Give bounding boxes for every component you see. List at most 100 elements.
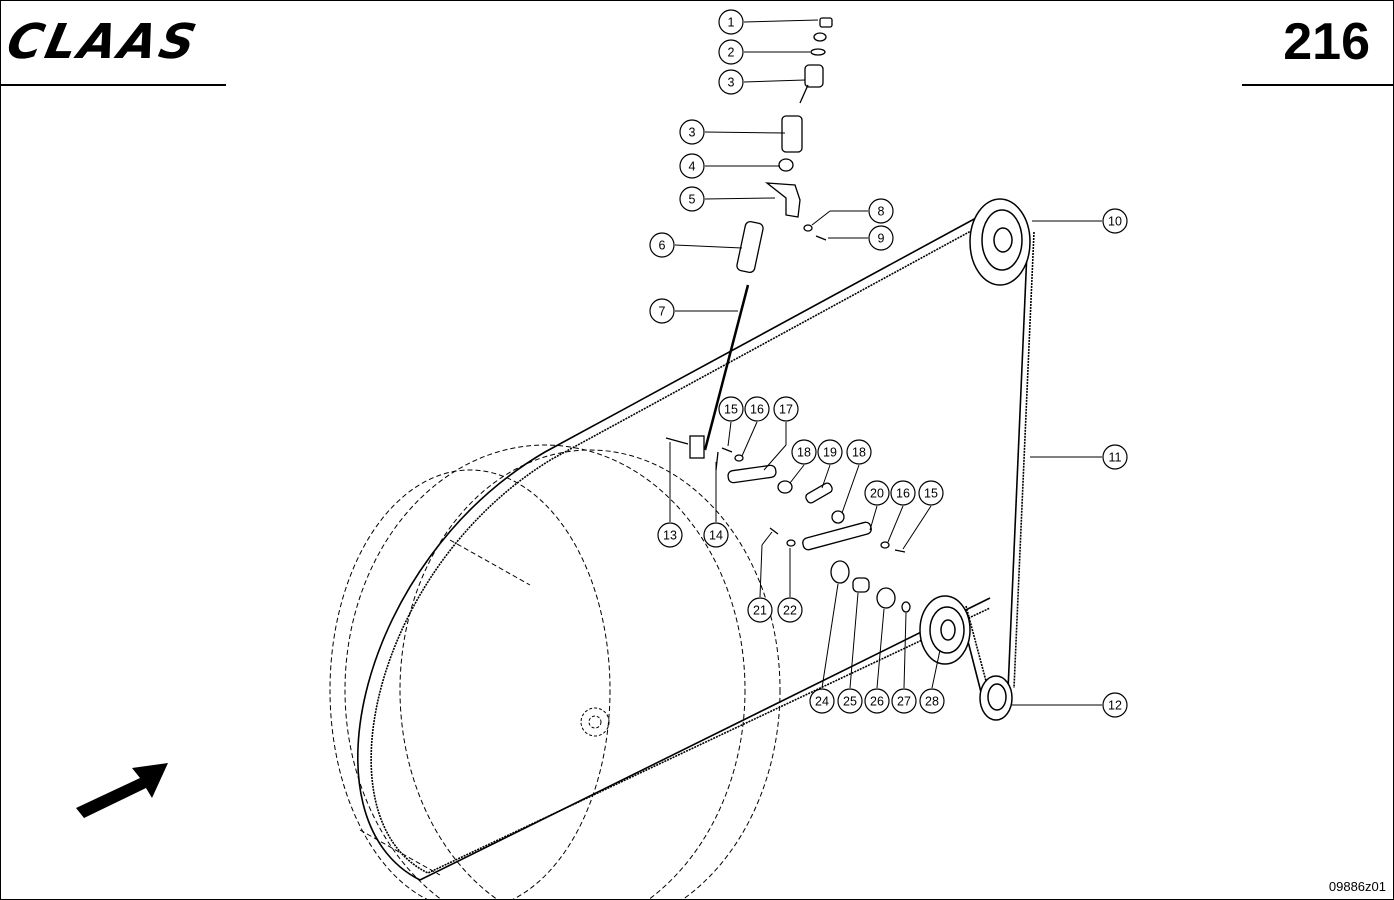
direction-arrow-icon [76,763,168,818]
callout-15: 15 [718,396,744,422]
callout-circle [891,688,917,714]
callout-circle [919,688,945,714]
callout-15: 15 [918,480,944,506]
callout-label: 12 [1108,699,1122,713]
callout-circle [718,9,744,35]
part-27-ring [901,601,911,613]
part-2-washer [810,48,826,56]
callout-label: 22 [783,604,797,618]
part-21-screw [769,527,779,535]
callout-label: 25 [843,695,857,709]
pulley-10 [969,198,1031,286]
callout-label: 8 [878,205,885,219]
callout-19: 19 [817,439,843,465]
callout-label: 7 [659,305,666,319]
callout-6: 6 [649,232,675,258]
callout-26: 26 [864,688,890,714]
callout-circle [773,396,799,422]
callout-20: 20 [864,480,890,506]
callout-7: 7 [649,298,675,324]
callout-label: 11 [1109,451,1122,465]
callout-label: 13 [663,529,677,543]
part-26-bearing [876,587,896,609]
part-25-bushing [852,577,870,593]
callout-5: 5 [679,186,705,212]
part-5-lever [764,182,801,218]
callout-circle [718,69,744,95]
callout-10: 10 [1102,208,1128,234]
callout-circle [1102,692,1128,718]
part-15-screw-lower [894,549,906,553]
part-19-shaft [805,482,833,504]
callout-label: 21 [753,604,767,618]
callout-label: 28 [925,695,939,709]
part-18-bushing-upper [777,480,793,494]
callout-label: 4 [689,160,696,174]
pulley-28 [919,595,971,665]
callout-label: 19 [823,446,837,460]
part-6-spring [736,220,764,274]
callout-16: 16 [890,480,916,506]
callout-label: 17 [779,403,793,417]
part-8-washer [803,224,813,232]
part-15-screw-upper [721,447,733,453]
callout-circle [864,480,890,506]
part-4-bushing [778,158,794,172]
callout-label: 27 [897,695,911,709]
leader-lines [669,19,1102,706]
callout-label: 5 [689,193,696,207]
callout-circle [649,298,675,324]
callout-circle [846,439,872,465]
part-16-washer-lower [880,541,890,549]
callout-label: 16 [896,487,910,501]
callout-22: 22 [777,597,803,623]
callout-circle [837,688,863,714]
rod-clevis [689,435,705,459]
callout-17: 17 [773,396,799,422]
callout-circle [868,225,894,251]
callout-label: 20 [870,487,884,501]
part-20-link-lower [802,521,872,551]
callout-label: 3 [689,126,696,140]
part-17-link-upper [727,464,777,484]
callout-circle [918,480,944,506]
drum-pulley [329,444,781,900]
part-3-pin [799,84,809,104]
part-16-washer-upper [734,454,744,462]
callout-circle [679,186,705,212]
callout-circle [649,232,675,258]
drawing-code: 09886z01 [1328,879,1386,894]
pulley-12 [979,675,1013,721]
callout-label: 18 [797,446,811,460]
drum-hub [580,707,610,737]
callout-27: 27 [891,688,917,714]
drive-belt [357,204,1035,881]
callout-circle [890,480,916,506]
callout-circle [718,39,744,65]
callout-label: 24 [815,695,829,709]
part-3-bracket-lower [781,115,803,153]
callout-label: 3 [728,76,735,90]
callout-circle [679,119,705,145]
part-13-bolt [665,437,689,445]
callout-circle [703,522,729,548]
callout-label: 9 [878,232,885,246]
part-shapes [665,17,911,613]
callout-3: 3 [679,119,705,145]
callout-24: 24 [809,688,835,714]
callout-label: 16 [750,403,764,417]
callout-18: 18 [846,439,872,465]
callout-18: 18 [791,439,817,465]
callout-11: 11 [1102,444,1128,470]
callout-circle [718,396,744,422]
callout-2: 2 [718,39,744,65]
callout-label: 26 [870,695,884,709]
callout-circle [657,522,683,548]
callout-circle [777,597,803,623]
callout-label: 18 [852,446,866,460]
callout-16: 16 [744,396,770,422]
callout-circle [791,439,817,465]
part-3-bracket-upper [804,64,824,88]
